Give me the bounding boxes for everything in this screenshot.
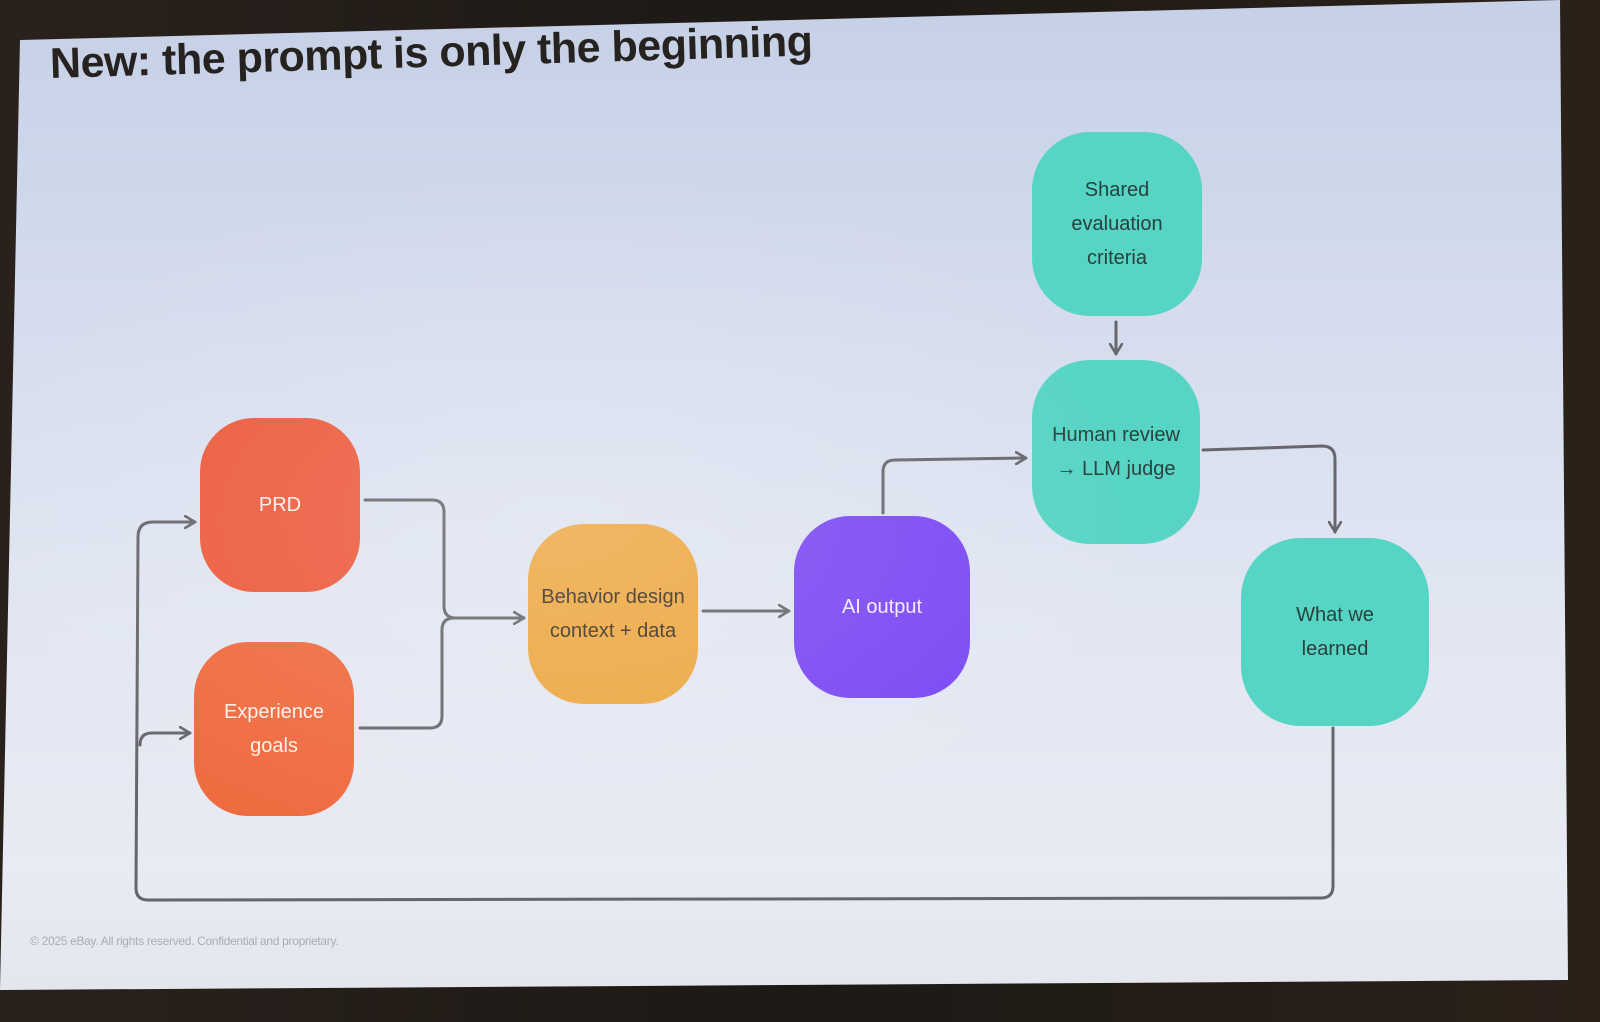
node-what-we-learned: What we learned [1241,538,1429,726]
arrow-human-review-to-learned [1201,444,1335,534]
node-human-review-line-2: → LLM judge [1056,458,1176,480]
node-behavior-design-line-1: Behavior design [541,586,685,608]
node-what-we-learned-line-2: learned [1301,638,1369,660]
node-shared-evaluation-criteria: Shared evaluation criteria [1032,132,1202,316]
node-shared-evaluation-line-2: evaluation [1071,213,1163,235]
arrow-prd-to-behavior [363,498,526,618]
arrow-feedback-loop [134,522,1335,902]
node-experience-goals: Experience goals [194,642,354,816]
arrow-experience-to-behavior [358,616,456,730]
node-behavior-design-line-2: context + data [549,620,677,642]
node-ai-output: AI output [794,516,970,698]
node-experience-goals-line-1: Experience [223,701,325,723]
arrow-feedback-to-experience [138,733,192,747]
node-experience-goals-line-2: goals [250,735,298,757]
node-human-review-line-1: Human review [1052,424,1180,446]
node-shared-evaluation-line-1: Shared [1084,179,1150,201]
node-what-we-learned-line-1: What we [1296,604,1374,626]
node-shared-evaluation-line-3: criteria [1086,247,1147,269]
slide-footer-copyright: © 2025 eBay. All rights reserved. Confid… [30,934,339,948]
node-human-review: Human review → LLM judge [1032,360,1200,544]
node-prd-line-1: PRD [258,494,302,516]
arrow-ai-output-to-human-review [881,458,1028,515]
node-prd: PRD [200,418,360,592]
node-behavior-design: Behavior design context + data [528,524,698,704]
node-ai-output-line-1: AI output [841,596,923,618]
